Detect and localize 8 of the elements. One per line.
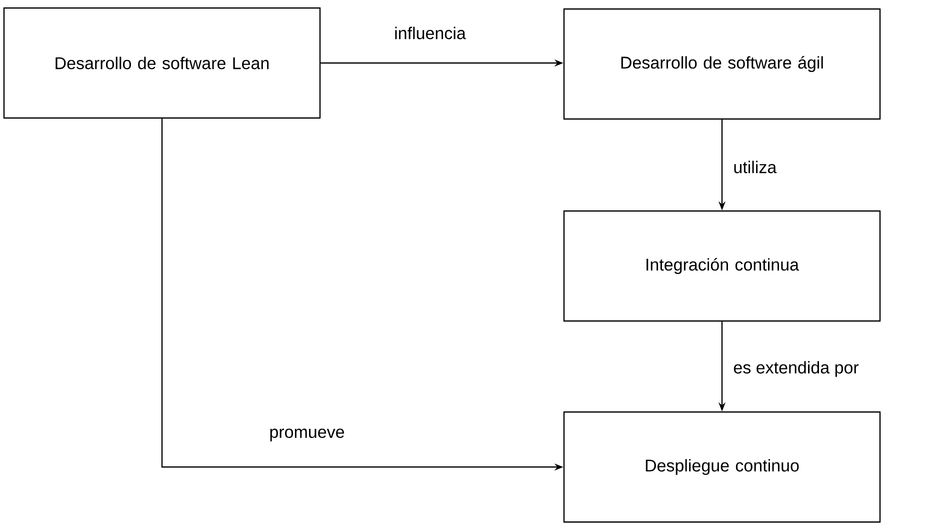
edge-label: influencia: [393, 26, 467, 40]
process-box: Integración continua: [563, 210, 881, 322]
process-box: Despliegue continuo: [563, 411, 881, 523]
edge-label: promueve: [268, 428, 346, 442]
process-box: Desarrollo de software ágil: [563, 8, 881, 120]
process-box: Desarrollo de software Lean: [3, 7, 321, 119]
edge-label: utiliza: [732, 160, 778, 174]
edge-label: es extendida por: [732, 360, 860, 378]
